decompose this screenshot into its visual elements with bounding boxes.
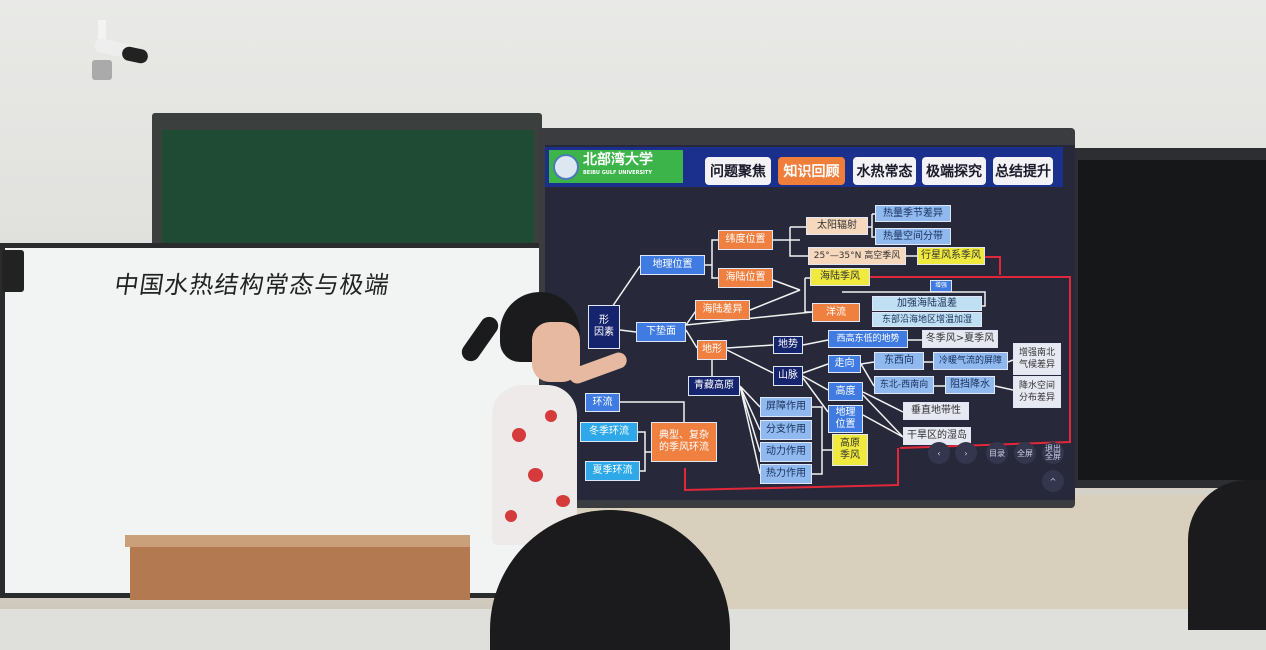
node-north-south-diff: 增强南北 气候差异 (1013, 343, 1061, 375)
shirt-pattern (505, 510, 517, 522)
logo-text: 北部湾大学 (583, 151, 653, 168)
chalkboard (162, 130, 534, 248)
prev-slide-button[interactable]: ‹ (928, 442, 950, 464)
menu-button[interactable]: 目录 (986, 442, 1008, 464)
shirt-pattern (556, 495, 570, 507)
node-winter-circulation: 冬季环流 (580, 422, 638, 442)
node-barrier-effect: 屏障作用 (760, 397, 812, 417)
node-precip-diff: 降水空间 分布差异 (1013, 376, 1061, 408)
shirt-pattern (512, 428, 526, 442)
shirt-pattern (545, 410, 557, 422)
university-logo: 北部湾大学 BEIBU GULF UNIVERSITY (549, 150, 683, 183)
node-geo-position: 地理 位置 (828, 405, 863, 433)
side-panel (1078, 160, 1266, 480)
node-circulation: 环流 (585, 393, 620, 412)
node-temp-contrast: 加强海陆温差 (872, 296, 982, 311)
shirt-pattern (528, 468, 543, 482)
tab-water-heat-normal[interactable]: 水热常态 (853, 157, 916, 185)
node-land-sea-position: 海陆位置 (718, 268, 773, 288)
node-upper-monsoon: 25°—35°N 高空季风 (808, 247, 906, 265)
seal-icon (553, 153, 579, 180)
connector (609, 265, 641, 311)
red-feedback-lines (684, 256, 1071, 492)
node-mountains: 山脉 (773, 366, 803, 386)
node-land-sea-difference: 海陆差异 (695, 300, 750, 320)
node-geographic-location: 地理位置 (640, 255, 705, 275)
node-terrain: 地形 (697, 340, 727, 360)
next-slide-button[interactable]: › (955, 442, 977, 464)
fullscreen-button[interactable]: 全屏 (1014, 442, 1036, 464)
node-branching-effect: 分支作用 (760, 420, 812, 440)
concept-map-connectors (609, 213, 1071, 492)
node-winter-gt-summer: 冬季风>夏季风 (922, 330, 998, 348)
node-thermal-effect: 热力作用 (760, 464, 812, 484)
node-orientation: 走向 (828, 355, 861, 373)
tab-extreme-explore[interactable]: 极端探究 (922, 157, 986, 185)
node-east-west: 东西向 (874, 352, 924, 370)
node-enhance: 增强 (930, 280, 952, 292)
node-spatial-heat: 热量空间分带 (875, 228, 951, 245)
node-factors: 形 因素 (588, 305, 620, 349)
node-vertical-zonation: 垂直地带性 (903, 402, 969, 420)
node-ocean-current: 洋流 (812, 303, 860, 322)
node-solar-radiation: 太阳辐射 (806, 217, 868, 235)
student-head-right (1188, 480, 1266, 630)
whiteboard-eraser (2, 250, 24, 292)
node-dynamic-effect: 动力作用 (760, 442, 812, 462)
node-land-sea-monsoon: 海陆季风 (810, 268, 870, 286)
node-altitude: 高度 (828, 382, 863, 401)
tab-knowledge-review[interactable]: 知识回顾 (778, 157, 845, 185)
tab-problem-focus[interactable]: 问题聚焦 (705, 157, 771, 185)
lectern (130, 540, 470, 600)
exit-fullscreen-button[interactable]: 退出 全屏 (1042, 442, 1064, 464)
node-underlying-surface: 下垫面 (636, 322, 686, 342)
node-coastal-warming: 东部沿海地区增温加湿 (872, 312, 982, 327)
logo-subtext: BEIBU GULF UNIVERSITY (583, 169, 652, 176)
lectern-top (125, 535, 470, 547)
node-ne-sw: 东北-西南向 (874, 376, 934, 394)
node-summer-circulation: 夏季环流 (585, 461, 640, 481)
node-plateau-monsoon: 高原 季风 (832, 434, 868, 466)
collapse-up-button[interactable]: ^ (1042, 470, 1064, 492)
node-topography: 地势 (773, 336, 803, 354)
node-west-high-east-low: 西高东低的地势 (828, 330, 908, 348)
node-latitude: 纬度位置 (718, 230, 773, 250)
tab-summary[interactable]: 总结提升 (993, 157, 1053, 185)
node-seasonal-heat: 热量季节差异 (875, 205, 951, 222)
node-planetary-monsoon: 行星风系季风 (917, 247, 985, 265)
node-monsoon-circulation: 典型、复杂 的季风环流 (651, 422, 717, 462)
node-block-precip: 阻挡降水 (945, 376, 995, 394)
node-barrier: 冷暖气流的屏障 (933, 352, 1008, 370)
node-tibetan-plateau: 青藏高原 (688, 376, 740, 396)
